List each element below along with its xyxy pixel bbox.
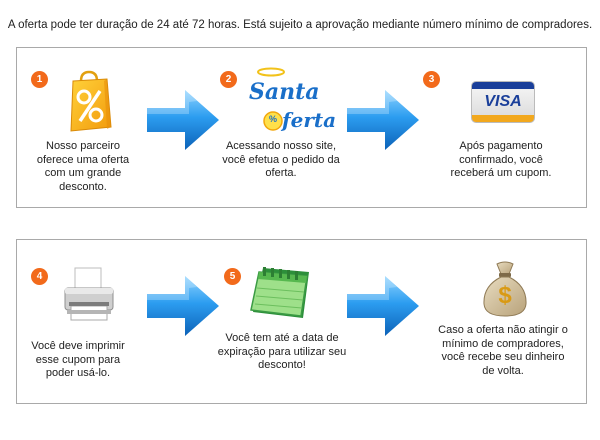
arrow-right-icon (347, 90, 419, 150)
arrow-right-icon (347, 276, 419, 336)
steps-panel-bottom: 4 Você deve imprimir esse cupom para pod… (16, 239, 587, 404)
step-4-caption: Você deve imprimir esse cupom para poder… (31, 340, 125, 379)
visa-card-text: VISA (484, 93, 522, 110)
shopping-bag-percent-icon (67, 69, 113, 138)
step-6-caption: Caso a oferta não atingir o mínimo de co… (438, 324, 568, 377)
money-bag-symbol: $ (498, 282, 512, 309)
arrow-right-icon (147, 276, 219, 336)
santa-logo-bottom-text: ferta (282, 108, 337, 132)
step-2-badge: 2 (220, 71, 237, 88)
step-4-badge: 4 (31, 268, 48, 285)
arrow-right-icon (147, 90, 219, 150)
step-3-caption: Após pagamento confirmado, você receberá… (450, 140, 552, 179)
santa-oferta-logo: Santa % ferta (243, 62, 337, 142)
steps-panel-top: 1 Nosso parceiro oferece uma oferta com … (16, 47, 587, 208)
santa-logo-top-text: Santa (249, 79, 320, 105)
step-5-badge: 5 (224, 268, 241, 285)
step-2-caption: Acessando nosso site, você efetua o pedi… (222, 140, 340, 179)
notice-text: A oferta pode ter duração de 24 até 72 h… (7, 19, 593, 31)
step-1-badge: 1 (31, 71, 48, 88)
money-bag-icon: $ (479, 260, 531, 318)
step-3-badge: 3 (423, 71, 440, 88)
calendar-icon (249, 262, 317, 329)
santa-logo-badge: % (268, 114, 277, 124)
step-5-caption: Você tem até a data de expiração para ut… (217, 332, 347, 371)
visa-card-icon: VISA (471, 81, 535, 123)
step-1-caption: Nosso parceiro oferece uma oferta com um… (36, 140, 130, 193)
printer-icon (61, 266, 117, 331)
